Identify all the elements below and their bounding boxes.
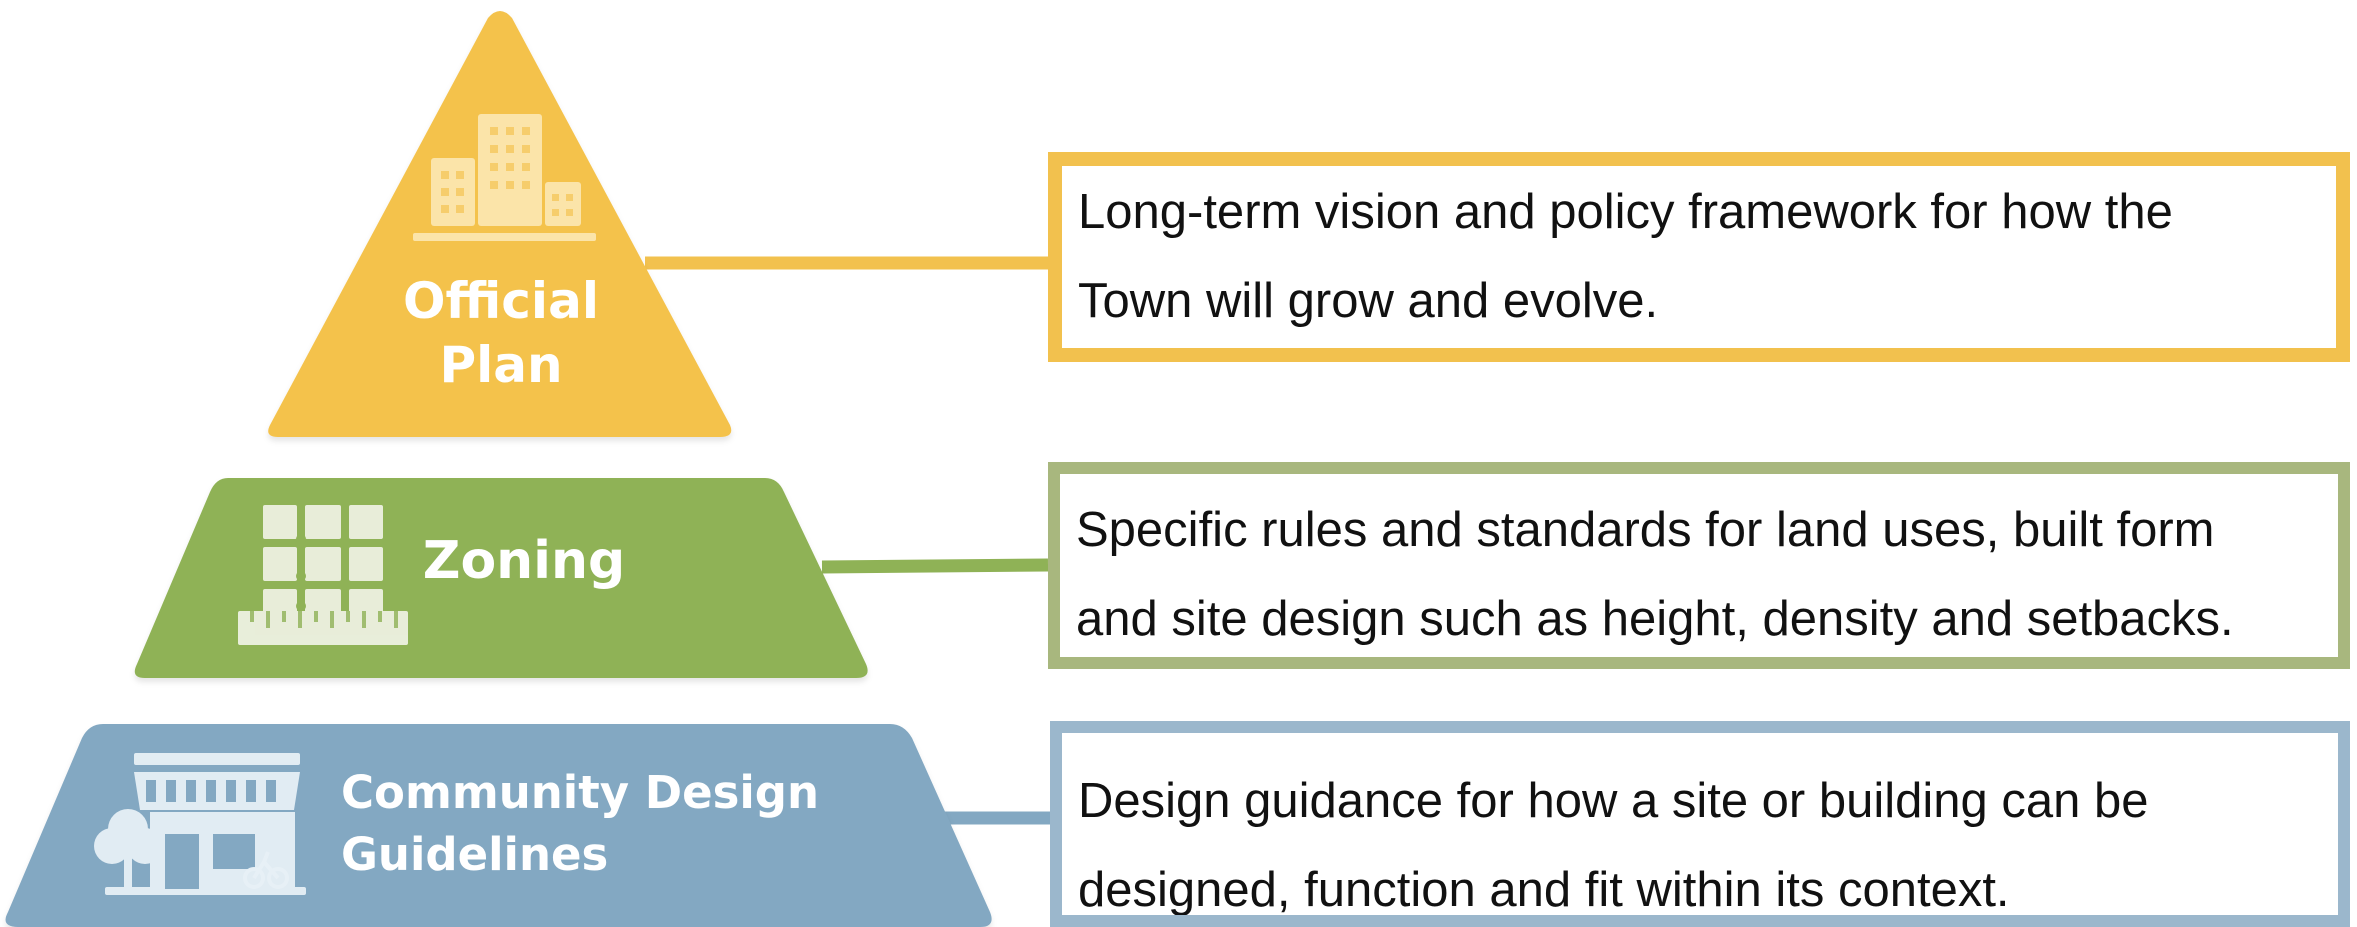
zoning-connector <box>821 558 1049 574</box>
zoning-description-line-1: Specific rules and standards for land us… <box>1076 503 2215 557</box>
community-design-title-line-1: Community Design <box>341 766 819 819</box>
zoning-plan-ruler-icon <box>238 505 408 645</box>
official-plan-description-box: Long-term vision and policy framework fo… <box>1048 152 2350 362</box>
zoning-description-line-2: and site design such as height, density … <box>1076 592 2234 646</box>
official-plan-description-line-2: Town will grow and evolve. <box>1078 274 1659 328</box>
community-design-title-line-2: Guidelines <box>341 828 608 881</box>
official-plan-description-line-1: Long-term vision and policy framework fo… <box>1078 185 2173 239</box>
community-design-description-line-1: Design guidance for how a site or buildi… <box>1078 774 2149 828</box>
storefront-icon <box>94 753 306 895</box>
city-buildings-icon <box>413 114 596 241</box>
community-design-description-line-2: designed, function and fit within its co… <box>1078 863 2010 917</box>
official-plan-title-line-2: Plan <box>439 336 562 394</box>
zoning-title: Zoning <box>423 531 626 591</box>
official-plan-title-line-1: Official <box>403 272 599 330</box>
zoning-description-box: Specific rules and standards for land us… <box>1048 462 2350 669</box>
community-design-description-box: Design guidance for how a site or buildi… <box>1050 721 2350 927</box>
